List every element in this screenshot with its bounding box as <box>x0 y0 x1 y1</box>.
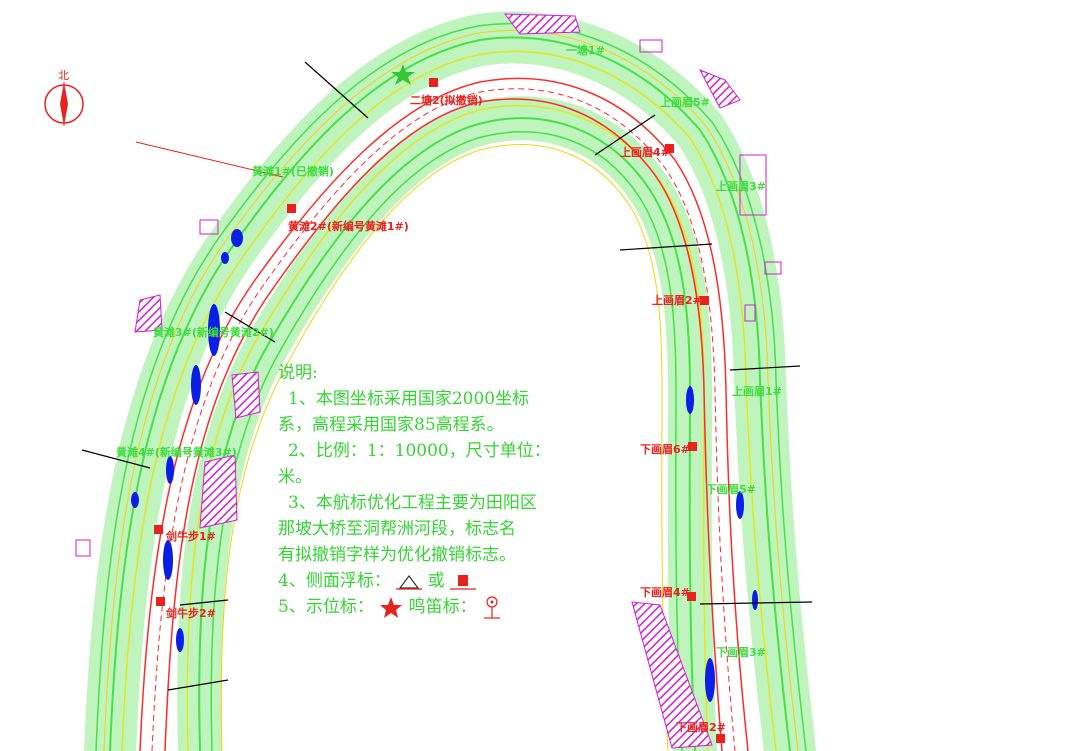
legend-item-side-buoy: 4、侧面浮标： 或 <box>278 568 588 594</box>
marker-label: 上画眉2# <box>652 293 702 307</box>
legend-item-position-mark: 5、示位标： 鸣笛标： <box>278 594 588 621</box>
marker-label: 二塘2(拟撤销) <box>410 93 483 107</box>
marker-label: 上画眉1# <box>732 384 782 398</box>
legend-note: 2、比例：1：10000，尺寸单位： <box>288 441 551 461</box>
station-star-icon <box>391 64 415 85</box>
marker-label: 下画眉4# <box>640 586 690 599</box>
legend-note: 4、侧面浮标： <box>278 571 391 591</box>
marker-label: 黄滩1#(已撤销) <box>252 164 334 178</box>
marker-label: 剑牛步2# <box>165 606 216 620</box>
legend-note: 5、示位标： <box>278 597 374 617</box>
marker-label: 下画眉3# <box>716 646 766 659</box>
marker-label: 下画眉5# <box>706 483 756 496</box>
marker-label: 黄滩2#(新编号黄滩1#) <box>288 219 409 233</box>
marker-label: 上画眉3# <box>716 179 766 193</box>
legend-note: 有拟撤销字样为优化撤销标志。 <box>278 545 516 565</box>
marker-label: 一塘1# <box>566 43 605 57</box>
legend-note: 系，高程采用国家85高程系。 <box>278 415 504 435</box>
marker-label: 下画眉2# <box>676 721 726 734</box>
water-patches <box>131 229 758 702</box>
legend-note: 米。 <box>278 467 312 487</box>
marker-label: 黄滩4#(新编号黄滩3#) <box>116 445 237 459</box>
legend-note: 1、本图坐标采用国家2000坐标 <box>288 389 530 409</box>
legend-title: 说明: <box>278 363 318 383</box>
legend-note: 鸣笛标： <box>408 597 477 617</box>
legend-note: 3、本航标优化工程主要为田阳区 <box>288 493 537 513</box>
section-lines <box>81 61 813 691</box>
square-buoy-icon <box>450 574 477 590</box>
marker-label: 上画眉4# <box>620 145 670 159</box>
marker-label: 黄滩3#(新编号黄滩2#) <box>153 325 274 339</box>
marker-label: 上画眉5# <box>660 95 710 109</box>
horn-mark-icon <box>484 595 501 619</box>
buoy-markers <box>154 78 725 743</box>
map-legend: 说明: 1、本图坐标采用国家2000坐标 系，高程采用国家85高程系。 2、比例… <box>278 360 588 621</box>
leader-line <box>135 141 284 178</box>
marker-labels: 二塘2(拟撤销) 一塘1# 黄滩1#(已撤销) 黄滩2#(新编号黄滩1#) 黄滩… <box>116 43 782 734</box>
position-star-icon <box>380 596 403 618</box>
legend-note: 那坡大桥至洞帮洲河段，标志名 <box>278 519 516 539</box>
marker-label: 剑牛步1# <box>165 529 216 543</box>
hatched-areas <box>134 13 741 749</box>
north-arrow-icon: 北 <box>44 69 84 126</box>
river-banks <box>84 11 816 751</box>
structures <box>75 39 782 557</box>
marker-label: 下画眉6# <box>640 443 690 456</box>
north-label: 北 <box>58 69 69 82</box>
triangle-buoy-icon <box>396 574 423 590</box>
legend-note: 或 <box>427 571 445 591</box>
